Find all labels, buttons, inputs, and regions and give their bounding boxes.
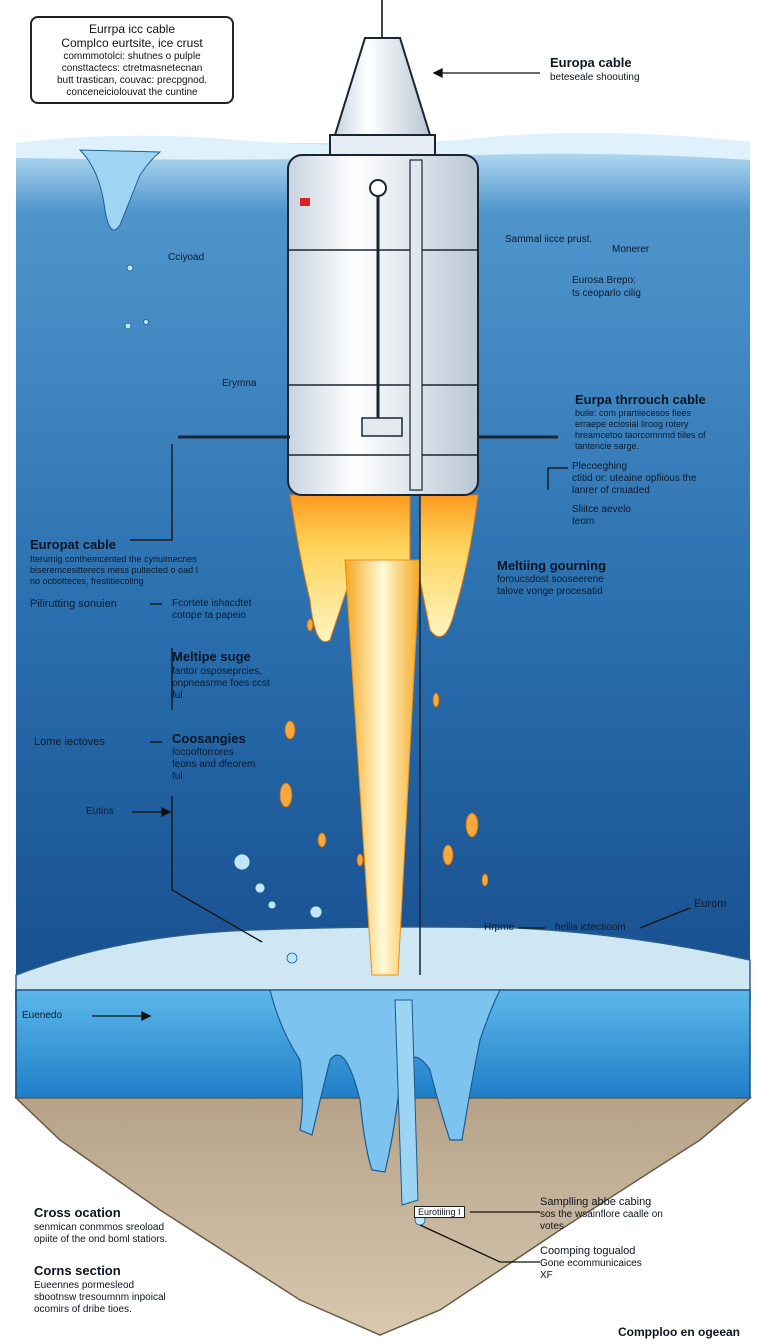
label-sampling-line: votes [540, 1221, 564, 1232]
label-coosangies-line: ful [172, 771, 183, 782]
title-box: Eurrpa icc cable Complco eurtsite, ice c… [30, 16, 234, 104]
label-eutins: Eutins [86, 806, 114, 817]
probe-valve [369, 179, 387, 197]
label-sliitce-1: Sliitce aevelo [572, 504, 631, 515]
label-europat-line: Iterumig conthemcented the cyriuimecnes [30, 554, 197, 564]
footer-caption: Compploo en ogeean [618, 1325, 741, 1339]
label-corns-section: Corns section [34, 1263, 121, 1278]
label-corns-line: sbootnsw tresoumnm inpoical [34, 1292, 166, 1303]
label-euenedo: Euenedo [22, 1010, 63, 1021]
probe-body [287, 154, 479, 496]
label-monerer: Monerer [612, 244, 650, 255]
label-melting-line: talove vonge procesatid [497, 586, 603, 597]
probe-clamp [361, 417, 403, 437]
label-meltipe-line: onpneasrme foes ccst [172, 678, 270, 689]
label-fcortete-1: Fcortete ishacdtet [172, 598, 252, 609]
label-eryma: Erymna [222, 378, 257, 389]
label-corns-line: ocomirs of dribe tioes. [34, 1304, 132, 1315]
label-coosangies-line: focooftorrores [172, 747, 234, 758]
title-box-line: conceneiciolouvat the cuntine [66, 86, 198, 98]
melt-beam [344, 559, 421, 976]
meltwater-stream [394, 999, 419, 1206]
label-cryoad: Cciyoad [168, 252, 205, 263]
label-coomping-line: Gone ecommunicaices [540, 1258, 642, 1269]
probe-nose-cone [333, 37, 432, 136]
title-box-title: Eurrpa icc cable [88, 22, 176, 36]
label-through-line: erraepe eciosial liroog rotery [575, 419, 689, 429]
label-cross-line: senmican conmmos sreoload [34, 1222, 165, 1233]
label-through-line: hreamcetoo taorcomnmd tiiles of [575, 430, 706, 440]
label-pieceping-3: lanrer of cnuaded [572, 485, 650, 496]
label-coomping-line: XF [540, 1270, 553, 1281]
label-eurotiling: Eurotiling I [414, 1206, 465, 1219]
probe-red-tag [300, 198, 310, 206]
label-meltipe-line: ful [172, 690, 183, 701]
label-cross-ocation: Cross ocation [34, 1205, 121, 1220]
label-pieceping-1: Plecoeghing [572, 461, 628, 472]
label-lome: Lome iectoves [34, 736, 105, 748]
label-sampling: Samplling abbe cabing [540, 1196, 652, 1208]
melt-flame-right [419, 494, 479, 638]
label-melting: Meltiing gourning [497, 558, 607, 573]
label-eurosa-2: ts ceoparlo cilig [572, 288, 641, 299]
label-sammal: Sammal iicce prust. [505, 234, 593, 245]
probe-cone-base [329, 134, 436, 158]
label-europa-cable: Europa cable [550, 55, 632, 70]
title-box-line: commmotolci: shutnes o pulple [63, 50, 201, 62]
label-meltipe: Meltipe suge [172, 649, 251, 664]
label-through-line: buile: com prartiiecesos fiees [575, 408, 692, 418]
label-melting-line: foroucsdost sooseerene [497, 574, 604, 585]
leader-lines [92, 67, 691, 1263]
label-hrpme: Hrpme [484, 922, 515, 933]
label-sliitce-2: teom [572, 516, 595, 527]
surface-meltwater [78, 149, 162, 231]
label-hellis: hellis ictectioom [555, 922, 626, 933]
label-sampling-line: sos the wsainflore caalle on [540, 1209, 663, 1220]
label-meltipe-line: fantor osposeprcies, [172, 666, 263, 677]
label-pieceping-2: ctitid or: uteaine opfiious the [572, 473, 697, 484]
label-europat-line: biseremcesitterecs mess pultected o oad … [30, 565, 199, 575]
label-through-line: tantencie sarge. [575, 441, 640, 451]
label-europa-cable-sub: beteseale shoouting [550, 72, 640, 83]
title-box-subtitle: Complco eurtsite, ice crust [61, 36, 203, 51]
label-pilirutting: Pilirutting sonuien [30, 598, 117, 610]
label-coomping: Coomping togualod [540, 1245, 636, 1257]
water-bubbles [124, 264, 426, 1226]
melt-droplets [279, 618, 489, 887]
label-eurosa-1: Eurosa Brepo: [572, 275, 636, 286]
label-corns-line: Eueennes pormesleod [34, 1280, 135, 1291]
label-eurom: Eurom [694, 898, 727, 910]
label-coosangies: Coosangies [172, 731, 246, 746]
meltwater-plume [269, 989, 501, 1173]
seafloor-wedge [14, 1097, 753, 1336]
label-coosangies-line: feons and dfeorem [172, 759, 256, 770]
label-cross-line: opiite of the ond boml statiors. [34, 1234, 168, 1245]
label-europat-cable: Europat cable [30, 537, 116, 552]
label-through-cable: Eurpa thrrouch cable [575, 392, 706, 407]
title-box-line: butt trastican, couvac: precpgnod. [56, 74, 208, 86]
title-box-line: consttactecs: ctretmasnetecnan [61, 62, 203, 74]
probe-seam [409, 159, 423, 491]
label-europat-line: no ocbotteces, frestitiecoling [30, 576, 144, 586]
label-fcortete-2: cotope ta papeio [172, 610, 246, 621]
